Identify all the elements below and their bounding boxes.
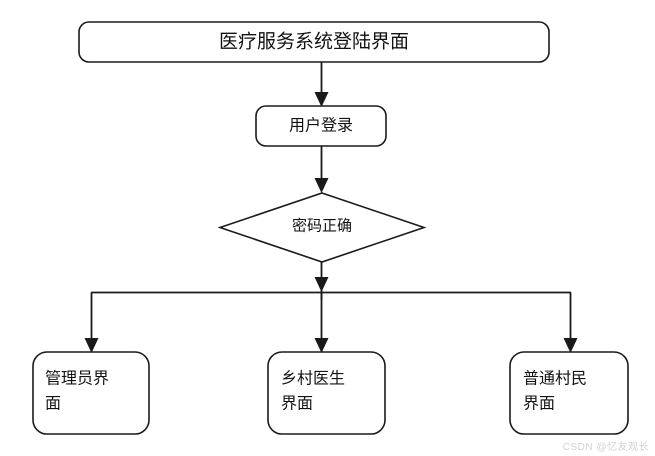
node-title-label: 医疗服务系统登陆界面 — [219, 30, 409, 52]
node-villager-label-line2: 界面 — [523, 395, 555, 413]
node-admin-label-line2: 面 — [45, 396, 61, 413]
node-login-label: 用户登录 — [289, 117, 353, 135]
node-title-shape — [78, 21, 550, 63]
node-decision-shape — [217, 192, 427, 263]
node-doctor[interactable]: 乡村医生 界面 — [267, 351, 386, 435]
node-admin[interactable]: 管理员界 面 — [32, 351, 150, 435]
node-decision-label: 密码正确 — [292, 217, 352, 234]
node-villager[interactable]: 普通村民 界面 — [509, 351, 629, 435]
csdn-watermark: CSDN @忆友观长 — [562, 442, 649, 453]
node-doctor-shape — [267, 351, 386, 435]
node-admin-shape — [32, 351, 150, 435]
arrowhead-login-to-decision — [314, 178, 329, 193]
node-decision[interactable]: 密码正确 — [217, 192, 427, 263]
node-doctor-label-line2: 界面 — [281, 395, 313, 413]
arrowhead-decision-to-bar — [314, 277, 329, 292]
arrowhead-bar-to-admin — [84, 338, 99, 353]
node-login[interactable]: 用户登录 — [255, 105, 387, 147]
node-doctor-label-line1: 乡村医生 — [281, 370, 345, 388]
node-villager-shape — [509, 351, 629, 435]
arrowhead-bar-to-doctor — [314, 338, 329, 353]
node-login-shape — [255, 105, 387, 147]
node-title[interactable]: 医疗服务系统登陆界面 — [78, 21, 550, 63]
connector-group — [84, 62, 578, 353]
node-admin-label-line1: 管理员界 — [45, 370, 109, 388]
arrowhead-title-to-login — [314, 92, 329, 107]
node-villager-label-line1: 普通村民 — [523, 370, 587, 388]
arrowhead-bar-to-villager — [563, 338, 578, 353]
